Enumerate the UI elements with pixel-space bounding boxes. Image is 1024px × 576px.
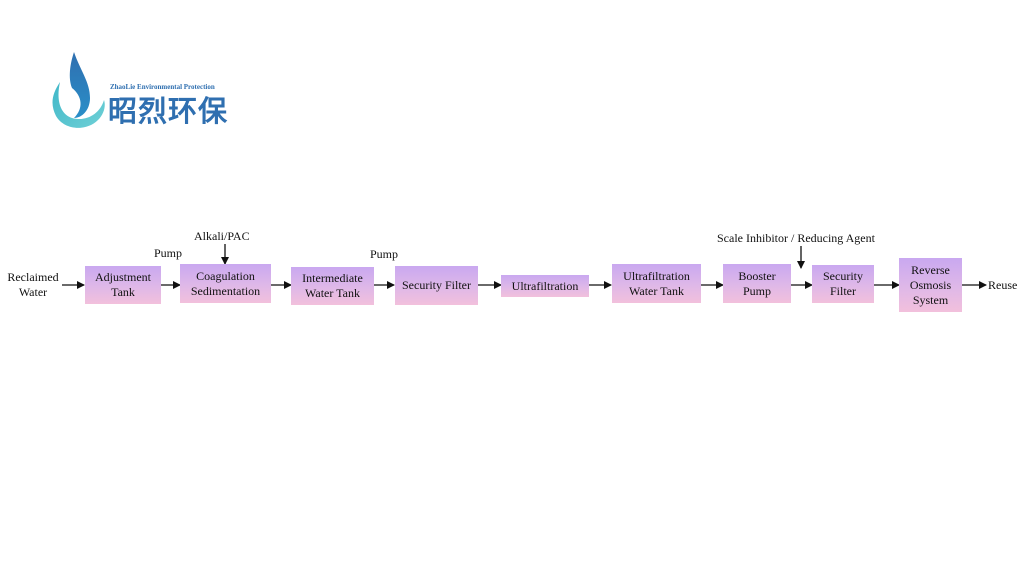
dosing-label-alkali-pac: Alkali/PAC <box>194 229 250 243</box>
input-label: Reclaimed Water <box>7 270 59 299</box>
pump-label-2: Pump <box>370 247 399 261</box>
node-ultrafiltration: Ultrafiltration <box>501 275 589 297</box>
node-ultrafiltration-water-tank: Ultrafiltration Water Tank <box>612 264 701 303</box>
node-adjustment-tank: Adjustment Tank <box>85 266 161 304</box>
node-booster-pump: Booster Pump <box>723 264 791 303</box>
logo-english-text: ZhaoLie Environmental Protection <box>110 83 215 91</box>
node-security-filter-2: Security Filter <box>812 265 874 303</box>
output-label: Reuse <box>988 278 1018 292</box>
node-intermediate-water-tank: Intermediate Water Tank <box>291 267 374 305</box>
water-drop-icon <box>52 52 105 128</box>
dosing-label-scale-inhibitor: Scale Inhibitor / Reducing Agent <box>717 231 875 245</box>
node-coagulation-sedimentation: Coagulation Sedimentation <box>180 264 271 303</box>
node-security-filter-1: Security Filter <box>395 266 478 305</box>
pump-label-1: Pump <box>154 246 183 260</box>
logo-chinese-text: 昭烈环保 <box>108 94 229 128</box>
node-reverse-osmosis-system: Reverse Osmosis System <box>899 258 962 312</box>
company-logo: ZhaoLie Environmental Protection 昭烈环保 <box>46 48 246 134</box>
